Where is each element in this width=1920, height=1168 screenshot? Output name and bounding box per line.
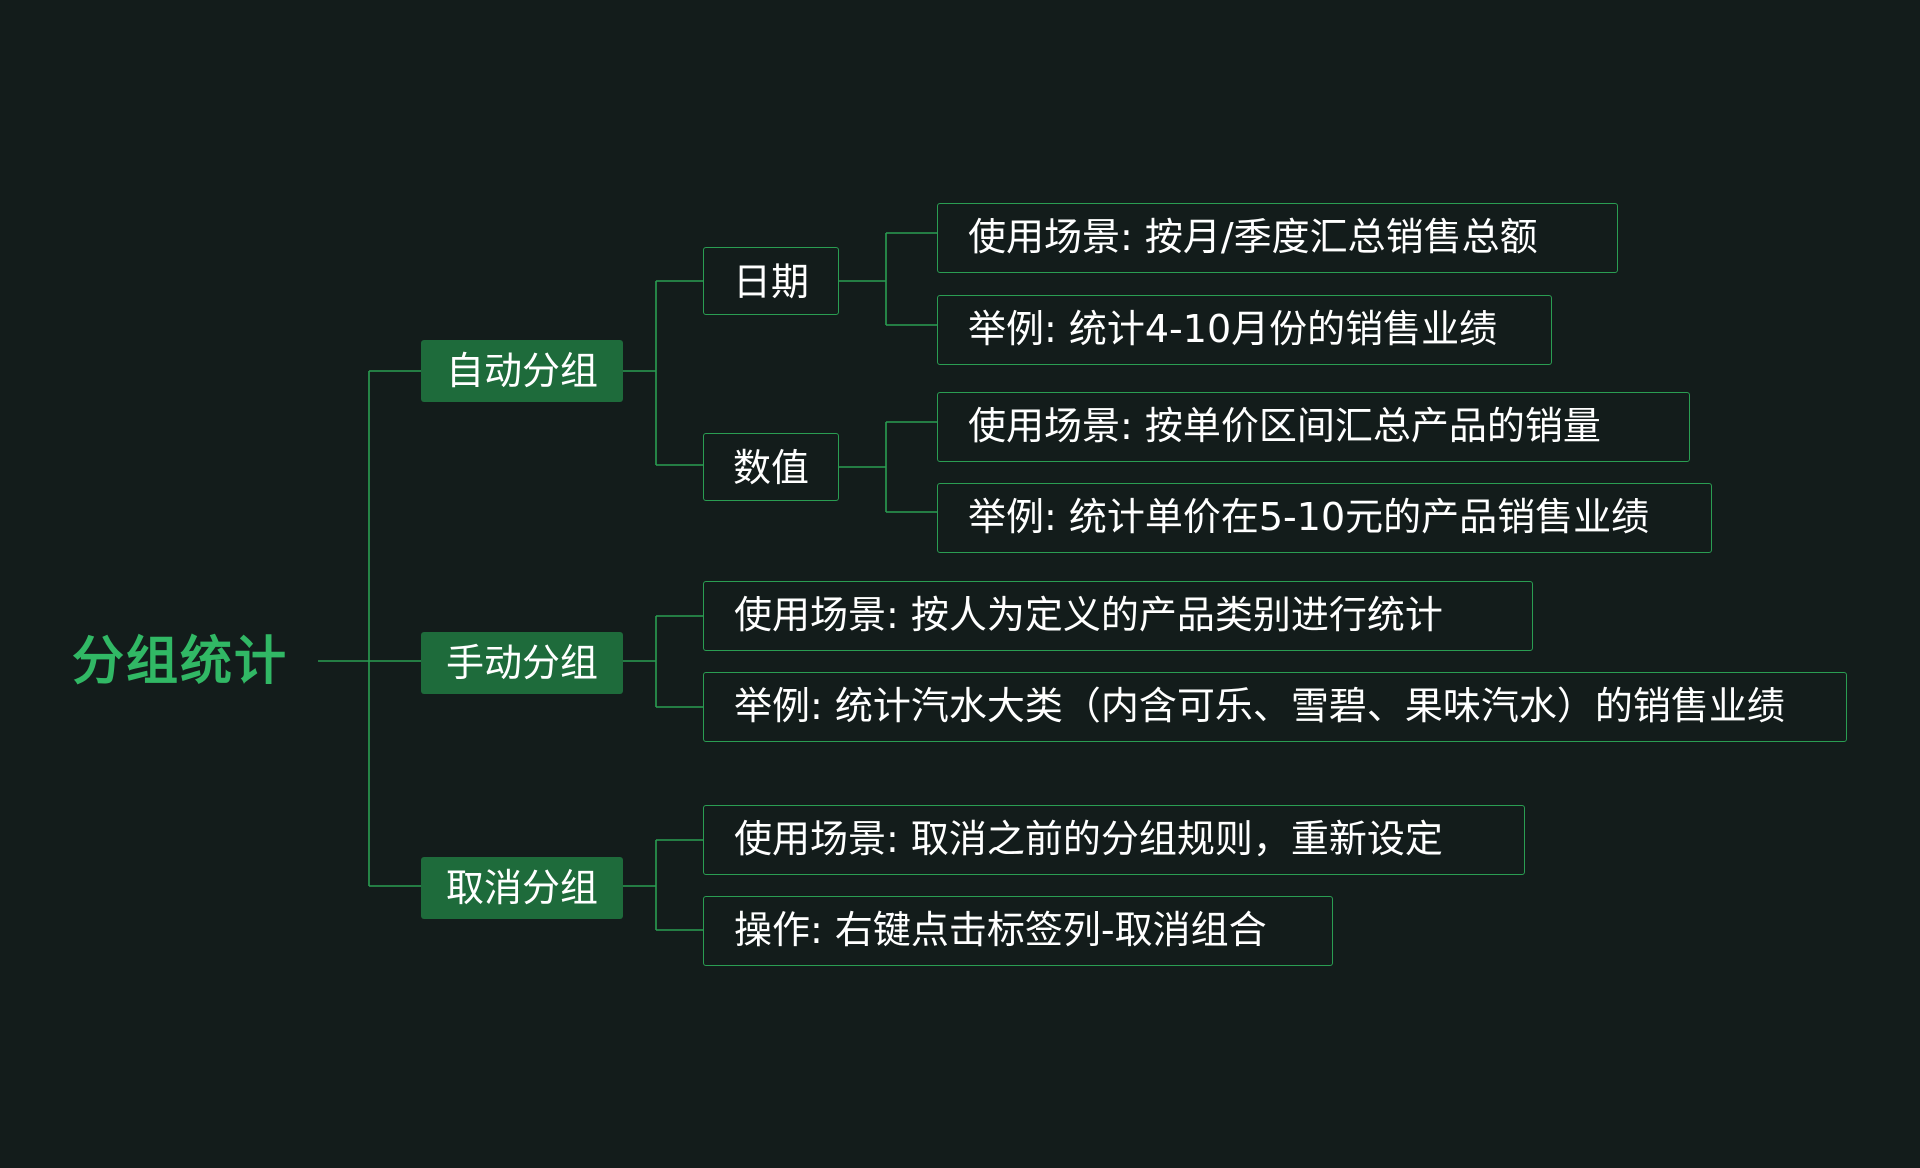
leaf-manual-example: 举例: 统计汽水大类（内含可乐、雪碧、果味汽水）的销售业绩 [703, 672, 1847, 742]
leaf-value-scenario: 使用场景: 按单价区间汇总产品的销量 [937, 392, 1690, 462]
sub-branch-value: 数值 [703, 433, 839, 501]
branch-manual-group: 手动分组 [421, 632, 623, 694]
connector-value [839, 421, 937, 513]
root-node: 分组统计 [72, 632, 289, 692]
branch-auto-group: 自动分组 [421, 340, 623, 402]
connector-cancel-group [623, 839, 703, 931]
branch-cancel-group: 取消分组 [421, 857, 623, 919]
connector-auto-group [623, 280, 703, 466]
connector-date [839, 232, 937, 326]
leaf-cancel-scenario: 使用场景: 取消之前的分组规则，重新设定 [703, 805, 1525, 875]
connector-root [318, 370, 421, 887]
leaf-cancel-operation: 操作: 右键点击标签列-取消组合 [703, 896, 1333, 966]
leaf-manual-scenario: 使用场景: 按人为定义的产品类别进行统计 [703, 581, 1533, 651]
leaf-date-example: 举例: 统计4-10月份的销售业绩 [937, 295, 1552, 365]
leaf-date-scenario: 使用场景: 按月/季度汇总销售总额 [937, 203, 1618, 273]
leaf-value-example: 举例: 统计单价在5-10元的产品销售业绩 [937, 483, 1712, 553]
connector-manual-group [623, 615, 703, 708]
sub-branch-date: 日期 [703, 247, 839, 315]
